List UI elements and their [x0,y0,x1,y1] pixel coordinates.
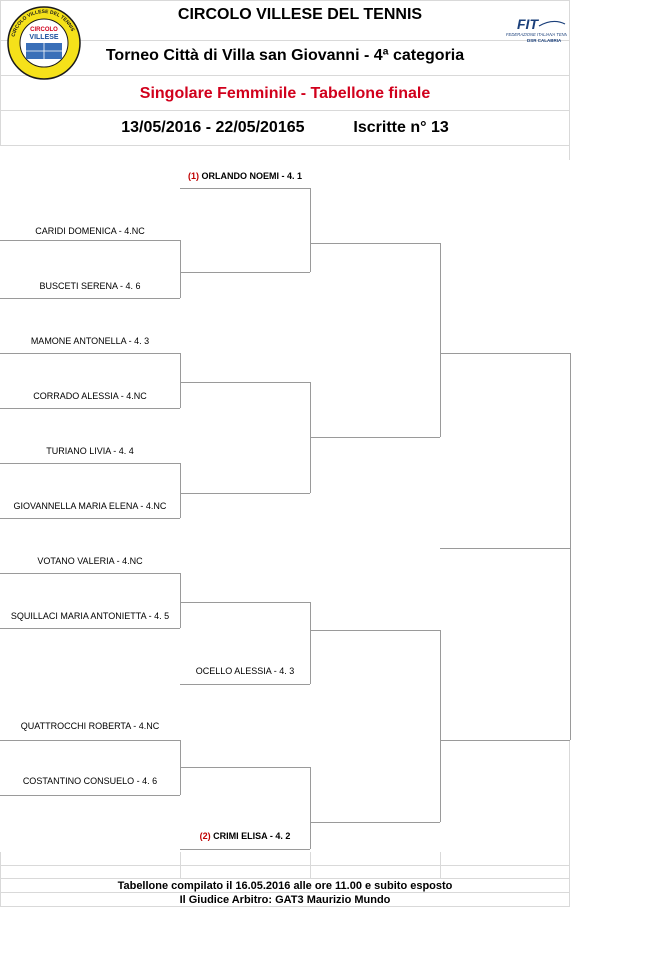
grid-line [180,852,181,879]
bracket-line [440,353,570,354]
player-name: SQUILLACI MARIA ANTONIETTA - 4. 5 [10,611,170,621]
bracket-line [310,767,311,849]
grid-line [0,110,570,111]
fit-logo: FIT FEDERAZIONE ITALIANA TENNIS DSR CALA… [506,16,567,43]
bracket-line [440,630,441,822]
grid-line [0,892,570,893]
seed-number: (1) [187,171,199,181]
bracket-line [180,353,181,408]
player-name: COSTANTINO CONSUELO - 4. 6 [22,776,158,786]
player-name: MAMONE ANTONELLA - 4. 3 [30,336,150,346]
bracket-line [310,602,311,684]
bracket-line [310,437,440,438]
player-name: GIOVANNELLA MARIA ELENA - 4.NC [13,501,167,511]
bracket-line [310,822,440,823]
svg-text:VILLESE: VILLESE [29,34,59,41]
bracket-line [180,573,181,628]
bracket-line [310,243,440,244]
seed-number: (2) [199,831,211,841]
player-entry: COSTANTINO CONSUELO - 4. 6 [0,776,180,786]
player-entry: VOTANO VALERIA - 4.NC [0,556,180,566]
bracket-line [180,463,181,518]
bracket-line [180,767,310,768]
player-entry: OCELLO ALESSIA - 4. 3 [180,666,310,676]
player-entry: CARIDI DOMENICA - 4.NC [0,226,180,236]
bracket-line [440,548,570,549]
player-name: CRIMI ELISA - 4. 2 [213,831,291,841]
bracket-line [180,602,310,603]
grid-line [0,906,570,907]
svg-text:FIT: FIT [517,16,539,32]
player-name: OCELLO ALESSIA - 4. 3 [195,666,295,676]
bracket-line [0,353,180,354]
bracket-line [440,243,441,437]
player-name: TURIANO LIVIA - 4. 4 [46,446,134,456]
grid-line [0,40,570,41]
player-entry: QUATTROCCHI ROBERTA - 4.NC [0,721,180,731]
bracket-line [0,628,180,629]
bracket-line [0,463,180,464]
bracket-line [180,382,310,383]
bracket-line [180,272,310,273]
player-name: ORLANDO NOEMI - 4. 1 [201,171,303,181]
player-entry: (1) ORLANDO NOEMI - 4. 1 [180,171,310,181]
bracket-line [0,795,180,796]
grid-line [310,852,311,879]
compilation-note: Tabellone compilato il 16.05.2016 alle o… [117,880,453,892]
bracket-line [0,408,180,409]
svg-text:FEDERAZIONE ITALIANA TENNIS: FEDERAZIONE ITALIANA TENNIS [506,32,567,37]
player-entry: GIOVANNELLA MARIA ELENA - 4.NC [0,501,180,511]
player-entry: SQUILLACI MARIA ANTONIETTA - 4. 5 [0,611,180,621]
bracket-line [180,684,310,685]
bracket-line [180,240,181,298]
grid-line [0,865,570,866]
player-name: BUSCETI SERENA - 4. 6 [39,281,141,291]
bracket-line [310,630,440,631]
club-logo: CIRCOLO VILLESE CIRCOLO VILLESE DEL TENN… [7,6,81,80]
player-entry: (2) CRIMI ELISA - 4. 2 [180,831,310,841]
grid-line [569,0,570,160]
svg-text:DSR CALABRIA: DSR CALABRIA [527,38,562,43]
grid-line [0,0,1,145]
grid-line [0,75,570,76]
grid-line [0,878,570,879]
svg-text:CIRCOLO: CIRCOLO [30,27,58,33]
grid-line [0,852,1,907]
bracket-line [310,188,311,272]
bracket-line [180,188,310,189]
player-name: CORRADO ALESSIA - 4.NC [33,391,147,401]
grid-line [0,145,570,146]
player-entry: CORRADO ALESSIA - 4.NC [0,391,180,401]
bracket-line [0,518,180,519]
player-entry: MAMONE ANTONELLA - 4. 3 [0,336,180,346]
bracket-line [440,740,570,741]
draw-subtitle: Singolare Femminile - Tabellone finale [139,85,431,102]
grid-line [569,740,570,907]
bracket-line [570,353,571,740]
tournament-title: Torneo Città di Villa san Giovanni - 4ª … [105,47,465,64]
dates-and-entries: 13/05/2016 - 22/05/20165 Iscritte n° 13 [70,119,500,137]
grid-line [440,852,441,879]
player-entry: BUSCETI SERENA - 4. 6 [0,281,180,291]
bracket-line [180,849,310,850]
bracket-line [0,740,180,741]
grid-line [0,0,570,1]
bracket-line [180,493,310,494]
bracket-line [0,298,180,299]
player-name: QUATTROCCHI ROBERTA - 4.NC [20,721,160,731]
bracket-line [0,573,180,574]
tournament-dates: 13/05/2016 - 22/05/20165 [121,119,305,136]
player-name: VOTANO VALERIA - 4.NC [37,556,143,566]
referee-note: Il Giudice Arbitro: GAT3 Maurizio Mundo [179,894,391,906]
player-entry: TURIANO LIVIA - 4. 4 [0,446,180,456]
bracket-line [0,240,180,241]
player-name: CARIDI DOMENICA - 4.NC [35,226,145,236]
entries-count: Iscritte n° 13 [353,119,449,136]
club-title: CIRCOLO VILLESE DEL TENNIS [177,6,423,23]
